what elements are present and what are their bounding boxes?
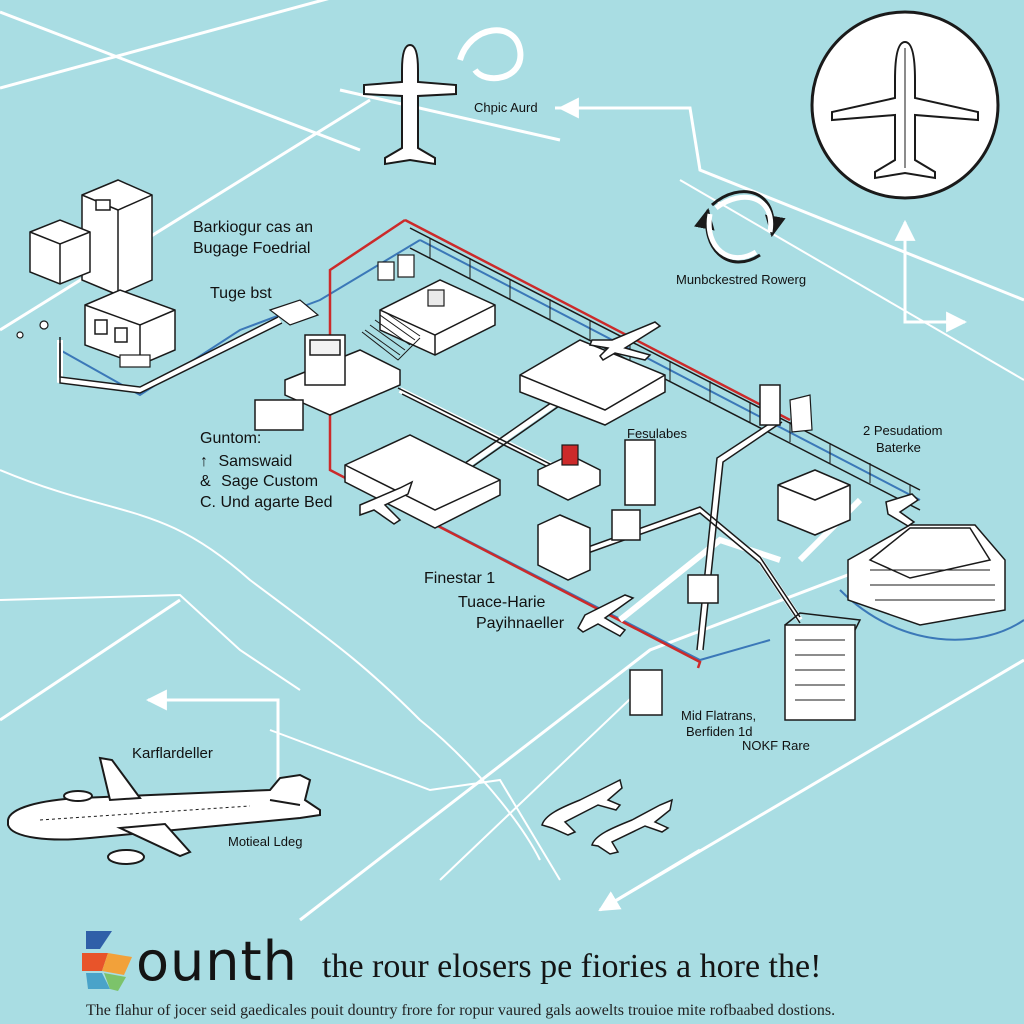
large-airliner-icon [7, 756, 321, 865]
apron-airplanes [359, 321, 920, 637]
boarding-stairs [361, 311, 421, 361]
label-motieal-ldeg: Motieal Ldeg [228, 834, 303, 849]
label-baterke: Baterke [876, 440, 921, 455]
label-tuge: Tuge bst [210, 285, 272, 302]
label-berfiden: Berfiden 1d [686, 724, 753, 739]
equipment-icons [16, 254, 813, 466]
label-payihnaeller: Payihnaeller [476, 615, 565, 632]
road-arrows [145, 97, 968, 912]
fence [409, 227, 921, 511]
label-finestar: Finestar 1 [424, 570, 496, 587]
brand-logo-icon [82, 931, 132, 991]
security-checkpoint [254, 334, 346, 431]
label-und-agarte: C. Und agarte Bed [200, 494, 333, 511]
label-nokf-rare: NOKF Rare [742, 738, 810, 753]
brand: ounth [82, 928, 298, 994]
label-sage-custom: Sage Custom [221, 473, 319, 490]
loop-arrow-icon [457, 27, 524, 82]
label-samswaid: Samswaid [218, 453, 293, 470]
apron-platforms [284, 279, 666, 529]
top-airplane-icon [363, 43, 457, 166]
control-tower-building [29, 179, 176, 366]
label-baggage-line2: Bugage Foedrial [193, 240, 311, 257]
vents [795, 569, 995, 701]
label-karflardeller: Karflardeller [132, 745, 213, 762]
footer-tagline: The flahur of jocer seid gaedicales poui… [86, 1002, 836, 1019]
legend-row-samswaid: ↑ Samswaid [200, 453, 292, 471]
legend-row-sage-custom: & Sage Custom [200, 473, 318, 491]
label-guntom: Guntom: [200, 430, 262, 447]
label-tuace-harie: Tuace-Harie [458, 594, 546, 611]
label-fesulabes: Fesulabes [627, 426, 687, 441]
ampersand-marker: & [200, 473, 211, 490]
right-buildings [537, 384, 1006, 721]
circled-airplane-icon [810, 10, 1000, 200]
up-arrow-icon: ↑ [200, 453, 208, 470]
label-mid-flatrans: Mid Flatrans, [681, 708, 757, 723]
red-route [328, 218, 791, 669]
brand-name: ounth [136, 929, 298, 993]
taxiing-airplanes-icon [541, 778, 674, 855]
label-munbckestred: Munbckestred Rowerg [676, 272, 807, 287]
label-pesudatiom: 2 Pesudatiom [863, 423, 943, 438]
label-baggage-line1: Barkiogur cas an [193, 219, 314, 236]
footer-headline: the rour elosers pe fiories a hore the! [322, 948, 822, 985]
label-chpic-aurd: Chpic Aurd [474, 100, 538, 115]
